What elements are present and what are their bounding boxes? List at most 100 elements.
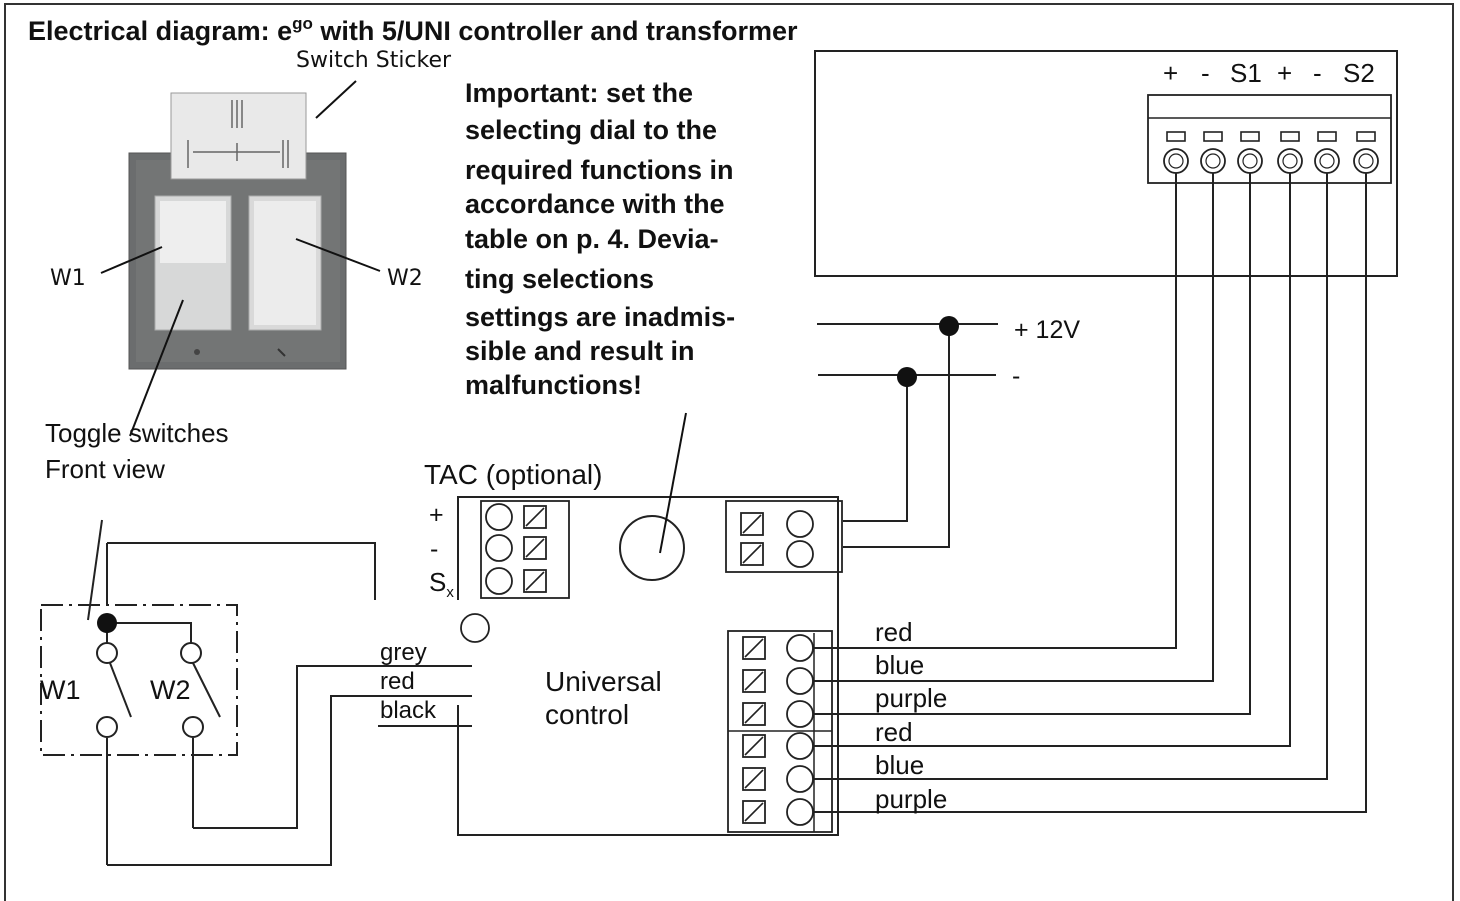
clamp-square (742, 702, 766, 726)
terminal-label-plus: + (1163, 58, 1179, 88)
terminal-slot (1240, 131, 1260, 142)
wire-route (813, 173, 1251, 715)
switch-schematic (40, 519, 472, 866)
terminal-screw-inner (1358, 153, 1374, 169)
clamp-screw (786, 667, 814, 695)
photo-leader-lines (100, 80, 381, 437)
clamp-screw (485, 567, 513, 595)
terminal-slot (1280, 131, 1300, 142)
clamp-screw (786, 634, 814, 662)
clamp-square (742, 767, 766, 791)
schematic-w1-label: W1 (40, 675, 81, 705)
tac-sx-main: S (429, 567, 447, 597)
wire-label-red: red (380, 668, 415, 695)
right-wire-label: blue (875, 650, 925, 680)
switch-sticker (170, 92, 307, 180)
terminal-screw-inner (1319, 153, 1335, 169)
clamp-screw (786, 765, 814, 793)
clamp-screw (485, 503, 513, 531)
note-line: Important: set the (465, 78, 694, 108)
note-line: accordance with the (465, 189, 725, 219)
tac-minus-label: - (430, 535, 439, 563)
plus-junction (939, 316, 959, 336)
power-lines (817, 323, 998, 548)
terminal-label-s2: S2 (1343, 58, 1375, 88)
clamp-square (742, 636, 766, 660)
terminal-screw (1314, 148, 1340, 174)
right-wire-routes (813, 173, 1367, 813)
wire-route (813, 173, 1214, 682)
title-prefix: Electrical diagram: e (28, 16, 293, 46)
terminal-slot (1203, 131, 1223, 142)
note-line: settings are inadmis- (465, 302, 736, 332)
tac-sx-sub: x (446, 584, 454, 602)
terminal-screw (1237, 148, 1263, 174)
clamp-slash (744, 671, 764, 691)
terminal-screw (1163, 148, 1189, 174)
terminal-label-plus: + (1277, 58, 1293, 88)
switch-photo (128, 92, 347, 370)
note-line: selecting dial to the (465, 115, 718, 145)
terminal-screw (1277, 148, 1303, 174)
universal-control-screws (485, 503, 814, 826)
common-junction (97, 613, 117, 633)
control-label: control (545, 699, 630, 730)
clamp-square (742, 734, 766, 758)
wire-label-black: black (380, 697, 437, 724)
terminal-label-s1: S1 (1230, 58, 1262, 88)
photo-w2-label: W2 (387, 266, 423, 291)
switch-contacts (96, 642, 204, 738)
important-note: Important: set the selecting dial to the… (465, 80, 805, 409)
right-wire-label: purple (875, 683, 948, 713)
clamp-square (742, 669, 766, 693)
terminal-screw-inner (1168, 153, 1184, 169)
status-led (460, 613, 490, 643)
wire-route (813, 173, 1177, 649)
terminal-slot (1356, 131, 1376, 142)
clamp-slash (744, 802, 764, 822)
note-line: ting selections (465, 264, 655, 294)
clamp-square (740, 542, 764, 566)
tac-sx-label: Sx (429, 567, 454, 601)
diagram-title: Electrical diagram: ego with 5/UNI contr… (28, 14, 797, 47)
terminal-label-minus: - (1201, 58, 1210, 88)
terminal-screw (1200, 148, 1226, 174)
right-wire-label: purple (875, 784, 948, 814)
clamp-slash (744, 638, 764, 658)
terminal-screw-inner (1282, 153, 1298, 169)
clamp-slash (744, 736, 764, 756)
terminal-slot (1317, 131, 1337, 142)
terminal-slot (1166, 131, 1186, 142)
wire-route (813, 173, 1291, 747)
right-wire-label: red (875, 617, 913, 647)
terminal-screw-inner (1205, 153, 1221, 169)
tac-plus-label: + (429, 501, 444, 529)
plus-12v-label: + 12V (1014, 316, 1081, 344)
clamp-square (523, 536, 547, 560)
clamp-slash (525, 538, 545, 558)
clamp-slash (744, 769, 764, 789)
terminal-screw (1353, 148, 1379, 174)
clamp-screw (786, 510, 814, 538)
clamp-slash (525, 571, 545, 591)
universal-label: Universal (545, 666, 662, 697)
clamp-screw (786, 732, 814, 760)
clamp-screw (786, 540, 814, 568)
toggle-switches-label: Toggle switches (45, 418, 229, 448)
note-line: sible and result in (465, 336, 695, 366)
right-wire-label: blue (875, 750, 925, 780)
clamp-screw (786, 700, 814, 728)
note-line: required functions in (465, 155, 734, 185)
switch-sticker-label: Switch Sticker (296, 48, 452, 73)
clamp-square (523, 505, 547, 529)
photo-w1-label: W1 (50, 266, 86, 291)
title-suffix: with 5/UNI controller and transformer (312, 16, 798, 46)
wire-route (813, 173, 1367, 813)
note-line: table on p. 4. Devia- (465, 224, 719, 254)
clamp-slash (742, 514, 762, 534)
note-line: malfunctions! (465, 370, 643, 400)
diagram-frame (4, 3, 1454, 901)
clamp-screw (485, 534, 513, 562)
